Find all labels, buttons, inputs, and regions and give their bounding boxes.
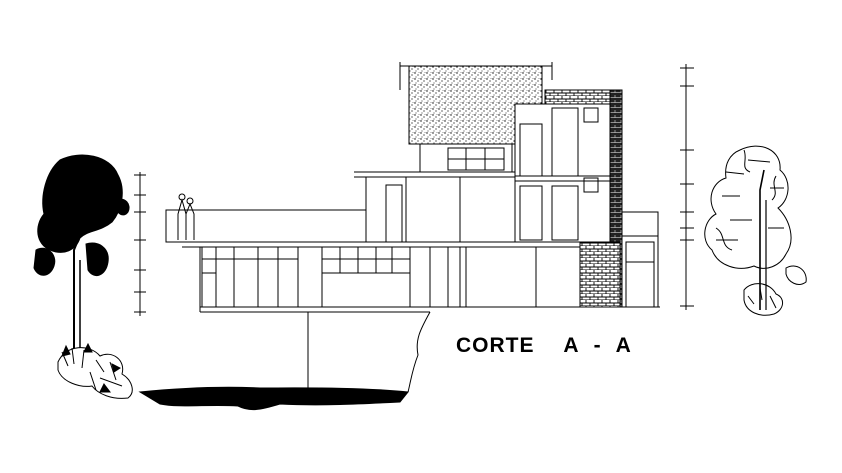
left-dimension-line [134, 172, 146, 316]
terrain [138, 311, 431, 411]
right-tree [704, 145, 807, 316]
right-dimension-line [399, 62, 694, 310]
section-title: CORTE A - A [456, 334, 632, 357]
left-tree [33, 154, 133, 399]
people-figures [177, 193, 195, 240]
building-section [165, 65, 660, 312]
